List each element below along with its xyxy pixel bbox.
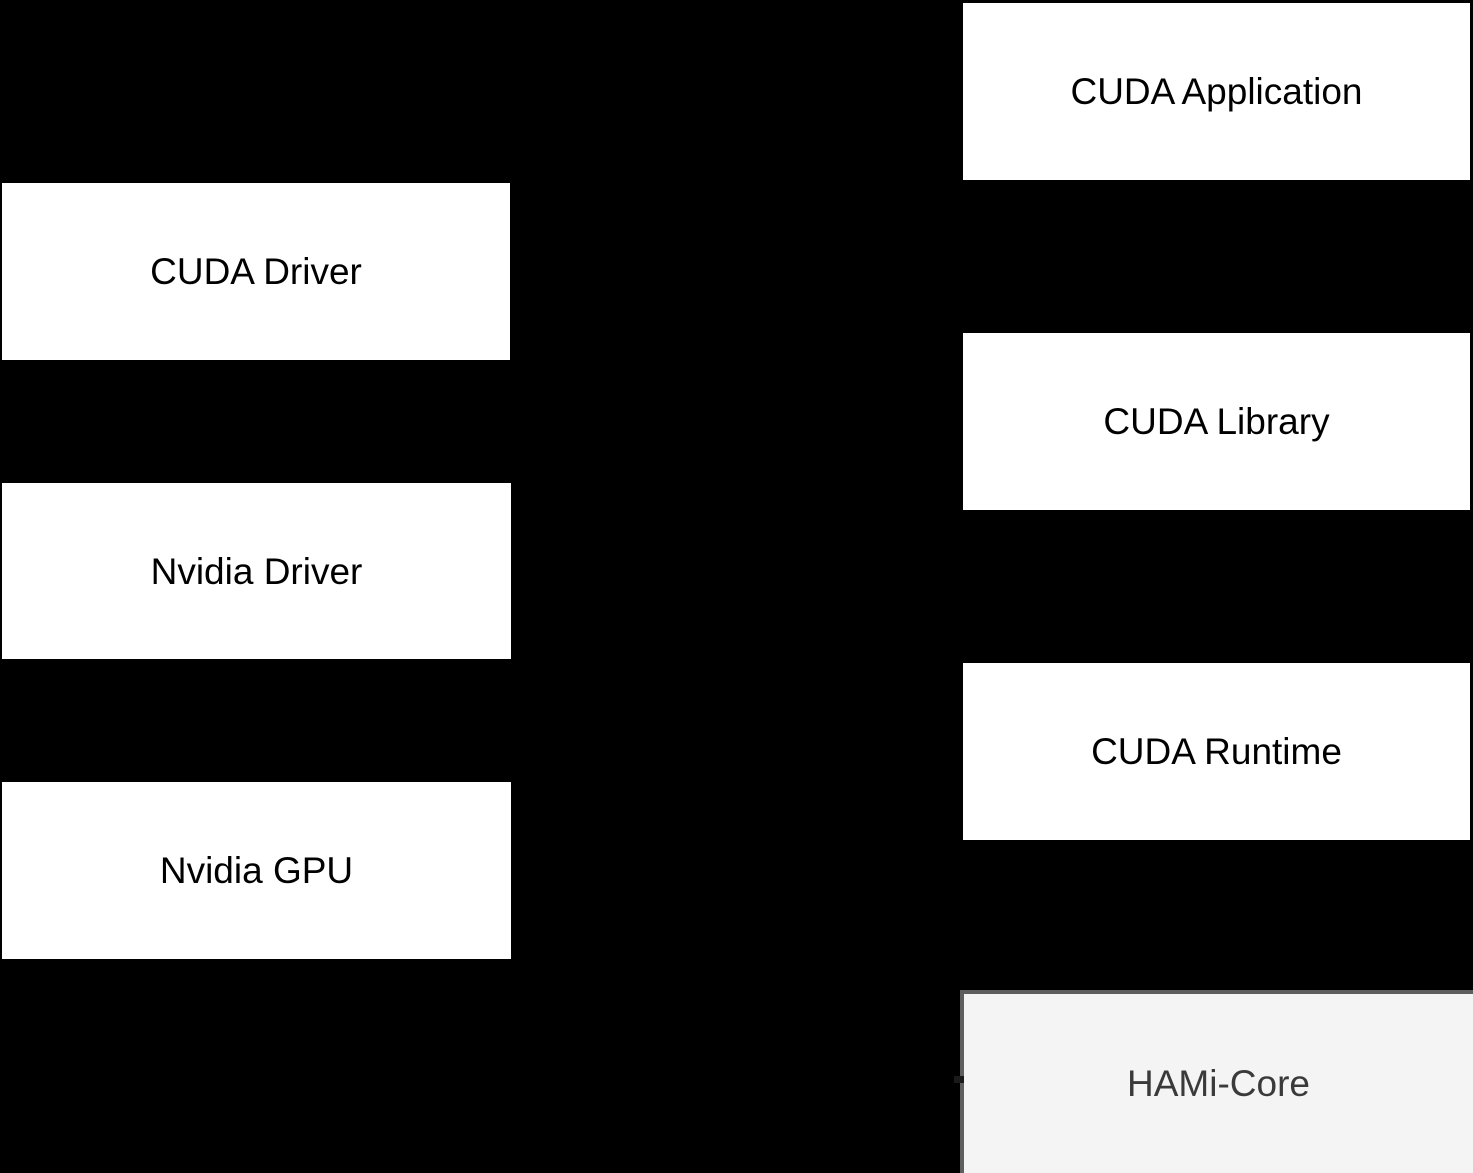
box-nvidia-gpu: Nvidia GPU bbox=[2, 782, 511, 959]
box-cuda-driver: CUDA Driver bbox=[2, 183, 510, 360]
box-cuda-runtime-label: CUDA Runtime bbox=[1091, 731, 1342, 772]
box-cuda-driver-label: CUDA Driver bbox=[150, 251, 362, 292]
box-hami-core-label: HAMi-Core bbox=[1127, 1063, 1310, 1104]
box-nvidia-driver-label: Nvidia Driver bbox=[150, 550, 363, 592]
box-cuda-application-label: CUDA Application bbox=[1070, 71, 1363, 112]
box-nvidia-driver: Nvidia Driver bbox=[2, 483, 511, 659]
box-cuda-library: CUDA Library bbox=[963, 333, 1470, 510]
box-cuda-application: CUDA Application bbox=[963, 3, 1470, 180]
box-cuda-runtime: CUDA Runtime bbox=[963, 663, 1470, 840]
box-cuda-library-label: CUDA Library bbox=[1103, 401, 1330, 442]
box-nvidia-gpu-label: Nvidia GPU bbox=[159, 850, 354, 891]
box-hami-core: HAMi-Core bbox=[960, 990, 1473, 1173]
arrow-end-fragment bbox=[954, 1076, 964, 1083]
